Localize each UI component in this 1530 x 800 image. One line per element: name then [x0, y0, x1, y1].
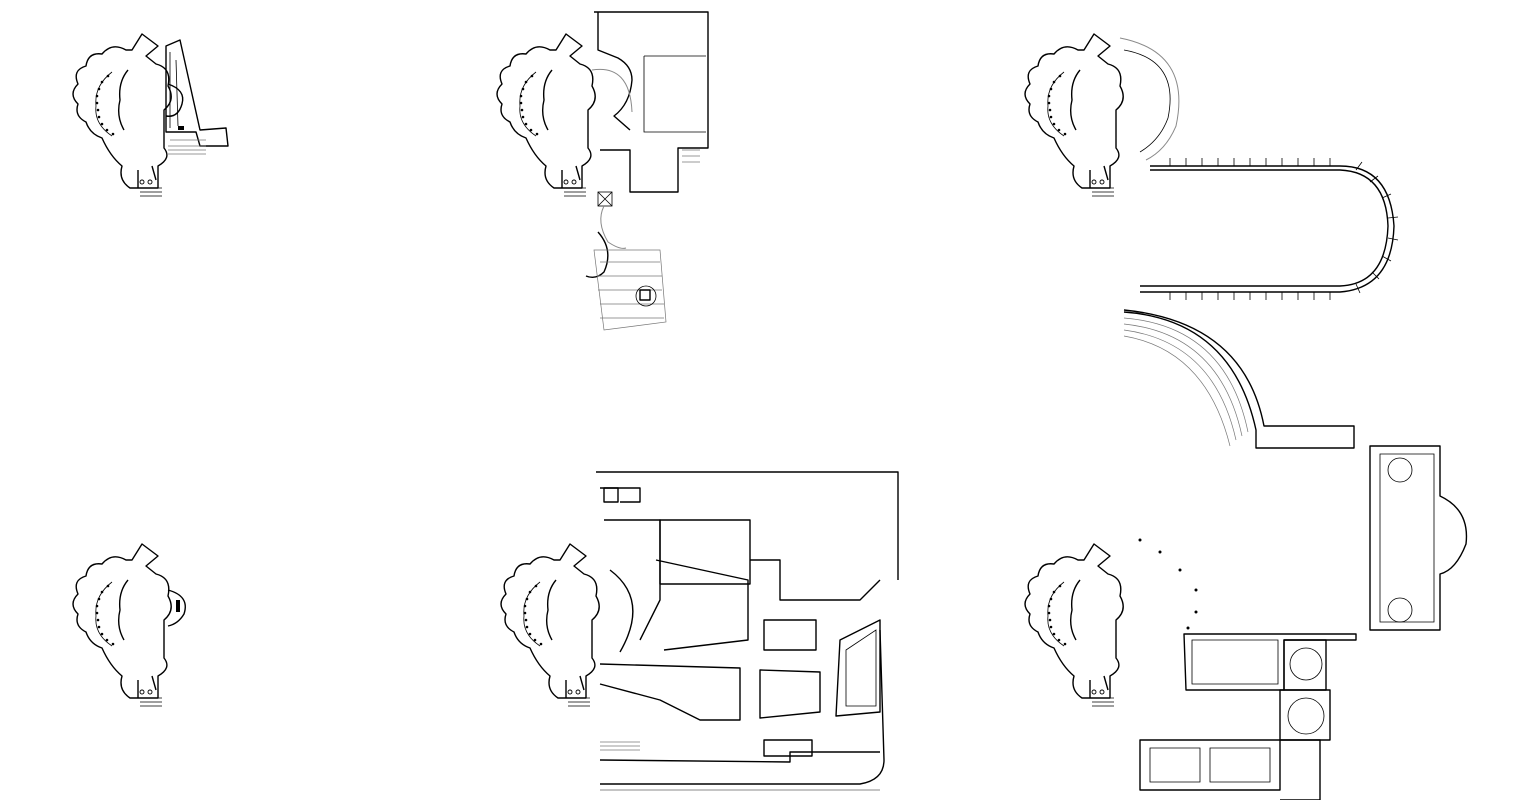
- plan-6: [1024, 538, 1357, 800]
- plan-3-arc-wing: [1119, 37, 1180, 161]
- plan-4: [72, 543, 186, 707]
- plan-5: [500, 471, 899, 791]
- plan-3-amphitheatre: [1123, 309, 1355, 449]
- plan-1-wedge-addition: [165, 39, 229, 155]
- plan-4-small-arc: [167, 589, 186, 627]
- plan-6-thermae: [1139, 633, 1357, 800]
- plan-2-detached-pavilion: [585, 205, 667, 331]
- plan-5-complex-complex: [596, 471, 899, 791]
- plan-3-basilica: [1369, 445, 1468, 631]
- plan-2: [496, 11, 709, 331]
- plan-1: [72, 33, 229, 197]
- plan-3: [1024, 33, 1468, 631]
- plan-3-u-shaped-gallery: [1140, 158, 1399, 300]
- plan-2-large-hall: [591, 11, 709, 207]
- plan-6-colonnade-dots: [1138, 538, 1198, 630]
